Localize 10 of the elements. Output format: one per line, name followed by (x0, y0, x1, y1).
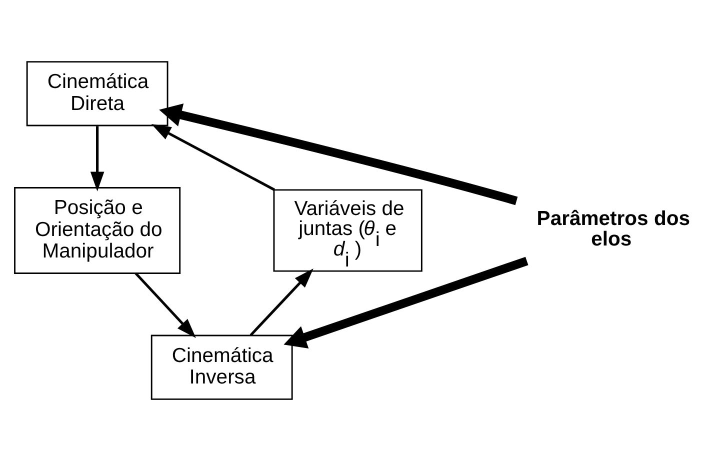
node-text: Parâmetros dos elos (536, 208, 690, 250)
arrow (159, 103, 518, 206)
arrow (250, 268, 314, 336)
node-box: Posição e Orientação do Manipulador (14, 187, 181, 274)
arrow (284, 256, 528, 348)
node-box: Cinemática Inversa (150, 334, 293, 400)
node-box: Cinemática Direta (26, 61, 168, 126)
arrow (90, 126, 104, 192)
arrow (134, 272, 196, 338)
arrow (151, 124, 276, 191)
